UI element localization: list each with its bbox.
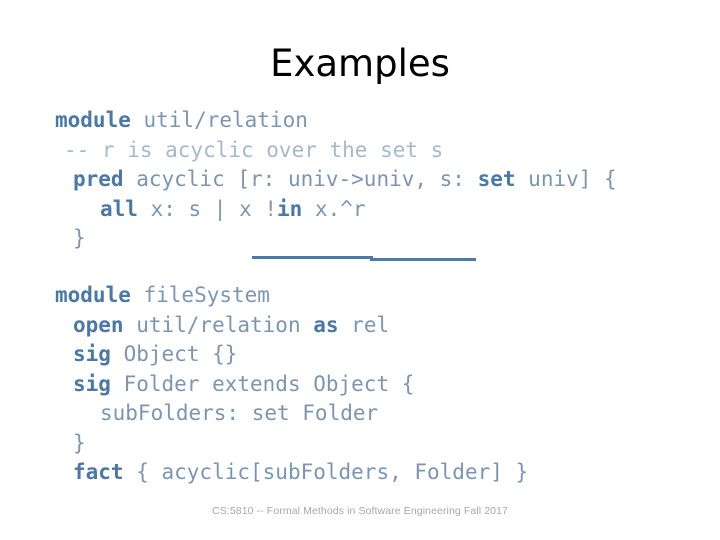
file-system-line-4: subFolders: set Folder bbox=[55, 399, 715, 429]
file-system-keyword-1-0: open bbox=[73, 312, 124, 337]
util-relation-keyword-3-0: all bbox=[100, 196, 138, 221]
file-system-line-0: module fileSystem bbox=[55, 281, 715, 311]
util-relation-text-0-1: util/relation bbox=[130, 108, 308, 132]
file-system-text-5-0: } bbox=[73, 430, 86, 455]
util-relation-line-4: } bbox=[55, 224, 715, 254]
util-relation-comment-1: -- r is acyclic over the set s bbox=[64, 137, 444, 162]
util-relation-line-3: all x: s | x !in x.^r bbox=[55, 195, 715, 225]
file-system-text-4-0: subFolders: set Folder bbox=[100, 401, 379, 425]
code-block-alloy-util-relation: module util/relation-- r is acyclic over… bbox=[55, 106, 715, 254]
file-system-text-6-1: { acyclic[subFolders, Folder] } bbox=[123, 460, 529, 484]
file-system-text-3-1: Folder extends Object { bbox=[110, 371, 415, 396]
file-system-keyword-6-0: fact bbox=[73, 460, 124, 484]
divider-segment-right bbox=[370, 258, 476, 261]
util-relation-text-2-1: acyclic [r: univ->univ, s: bbox=[123, 167, 478, 191]
file-system-line-2: sig Object {} bbox=[55, 340, 715, 370]
file-system-keyword-1-2: as bbox=[313, 312, 339, 337]
file-system-line-1: open util/relation as rel bbox=[55, 311, 715, 341]
util-relation-keyword-2-2: set bbox=[477, 167, 516, 191]
util-relation-line-2: pred acyclic [r: univ->univ, s: set univ… bbox=[55, 165, 715, 195]
file-system-text-0-1: fileSystem bbox=[130, 283, 270, 307]
util-relation-keyword-0-0: module bbox=[55, 108, 131, 132]
util-relation-text-2-3: univ] { bbox=[515, 167, 617, 191]
slide-footer: CS:5810 -- Formal Methods in Software En… bbox=[212, 505, 508, 517]
file-system-keyword-3-0: sig bbox=[73, 371, 111, 396]
page-title: Examples bbox=[270, 42, 450, 85]
util-relation-keyword-3-2: in bbox=[277, 196, 303, 221]
util-relation-text-3-3: x.^r bbox=[302, 196, 366, 221]
file-system-line-3: sig Folder extends Object { bbox=[55, 370, 715, 400]
file-system-text-2-1: Object {} bbox=[110, 342, 238, 366]
divider-segment-left bbox=[252, 256, 373, 259]
file-system-keyword-0-0: module bbox=[55, 283, 131, 307]
util-relation-text-4-0: } bbox=[73, 226, 86, 250]
util-relation-text-3-1: x: s | x ! bbox=[137, 196, 278, 221]
file-system-keyword-2-0: sig bbox=[73, 342, 111, 366]
file-system-text-1-1: util/relation bbox=[123, 312, 314, 337]
file-system-text-1-3: rel bbox=[338, 312, 390, 337]
file-system-line-5: } bbox=[55, 429, 715, 459]
file-system-line-6: fact { acyclic[subFolders, Folder] } bbox=[55, 458, 715, 488]
util-relation-line-1: -- r is acyclic over the set s bbox=[55, 136, 715, 166]
util-relation-line-0: module util/relation bbox=[55, 106, 715, 136]
util-relation-keyword-2-0: pred bbox=[73, 167, 124, 191]
